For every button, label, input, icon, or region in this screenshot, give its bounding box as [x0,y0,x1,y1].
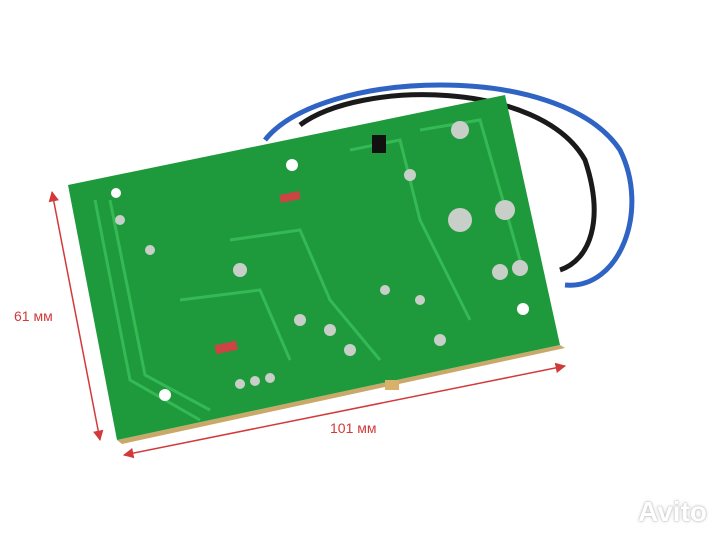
height-dimension-label: 61 мм [14,308,53,324]
pcb-board [68,95,565,444]
avito-watermark: Avito [638,496,707,527]
wires [263,82,635,288]
width-dimension-label: 101 мм [330,420,377,436]
dimension-height [48,190,104,442]
dimension-width [122,362,567,459]
